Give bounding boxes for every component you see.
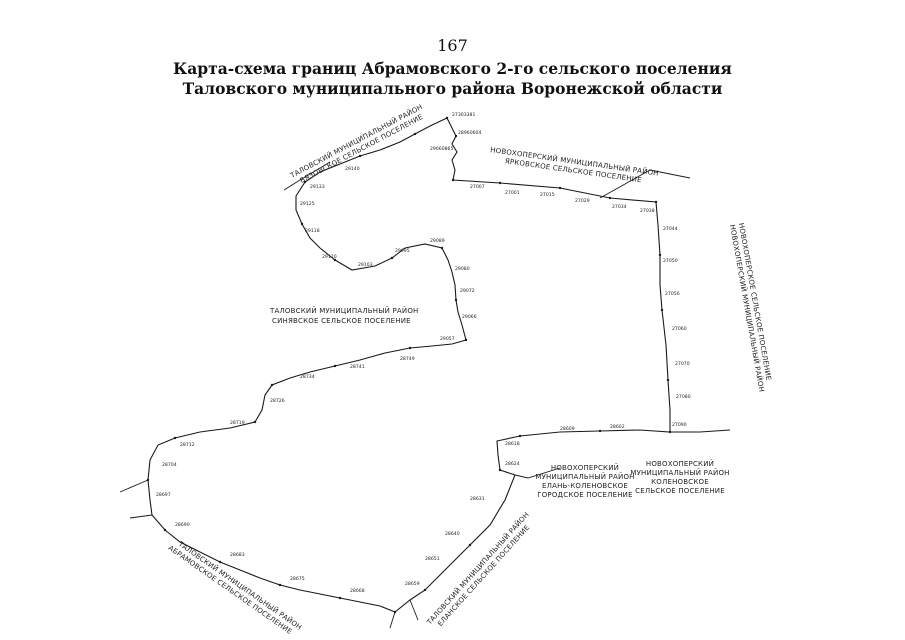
district-border-south [389,599,419,629]
district-border-southeast [514,467,561,479]
region-label: МУНИЦИПАЛЬНЫЙ РАЙОН [535,472,634,481]
region-label: ГОРОДСКОЕ ПОСЕЛЕНИЕ [537,491,633,499]
region-abramovskoe: ТАЛОВСКИЙ МУНИЦИПАЛЬНЫЙ РАЙОН АБРАМОВСКО… [167,539,304,636]
district-border-northwest [283,161,331,191]
point-label: 28624 [505,461,520,467]
point-label: 27029 [575,198,590,204]
region-label: СЕЛЬСКОЕ ПОСЕЛЕНИЕ [635,487,725,495]
point-label: 27090 [672,422,687,428]
region-label: ТАЛОВСКИЙ МУНИЦИПАЛЬНЫЙ РАЙОН [269,306,419,315]
region-label: НОВОХОПЕРСКИЙ [551,463,619,472]
district-border-northeast [599,169,691,199]
point-label: 28719 [230,420,245,426]
point-label: 29660865 [430,146,453,152]
point-label: 27034 [612,204,627,210]
point-label: 28741 [350,364,365,370]
point-label: 28618 [505,441,520,447]
point-label: 27070 [675,361,690,367]
point-label: 28704 [162,462,177,468]
point-label: 29080 [455,266,470,272]
region-label: КОЛЕНОВСКОЕ [651,478,709,486]
region-label: ВЯЗОВСКОЕ СЕЛЬСКОЕ ПОСЕЛЕНИЕ [299,113,425,185]
point-label: 28749 [400,356,415,362]
point-label: 28960604 [458,130,481,136]
point-label: 27056 [665,291,680,297]
point-label: 28734 [300,374,315,380]
region-label: СИНЯВСКОЕ СЕЛЬСКОЕ ПОСЕЛЕНИЕ [272,317,411,325]
point-label: 28609 [560,426,575,432]
point-label: 29118 [305,228,320,234]
point-label: 29089 [430,238,445,244]
point-label: 28697 [156,492,171,498]
point-label: 29125 [300,201,315,207]
point-label: 27007 [470,184,485,190]
point-label: 27303381 [452,112,475,118]
map-title: Карта-схема границ Абрамовского 2-го сел… [0,59,905,99]
point-label: 29110 [322,254,337,260]
point-label: 27044 [663,226,678,232]
point-label: 27060 [672,326,687,332]
point-label: 28659 [405,581,420,587]
point-label: 28726 [270,398,285,404]
vertex-markers [146,116,672,614]
point-label: 28651 [425,556,440,562]
point-label: 28712 [180,442,195,448]
point-label: 28675 [290,576,305,582]
point-label: 28631 [470,496,485,502]
district-border-east [670,429,731,433]
region-yarkovskoe: НОВОХОПЕРСКИЙ МУНИЦИПАЛЬНЫЙ РАЙОН ЯРКОВС… [490,145,660,184]
region-label: ЕЛАНЬ-КОЛЕНОВСКОЕ [542,482,628,490]
region-yelanskoe: ТАЛОВСКИЙ МУНИЦИПАЛЬНЫЙ РАЙОН ЕЛАНСКОЕ С… [424,510,531,628]
point-label: 27050 [663,258,678,264]
point-label: 29072 [460,288,475,294]
point-label: 27015 [540,192,555,198]
point-label: 27001 [505,190,520,196]
region-label: ЕЛАНСКОЕ СЕЛЬСКОЕ ПОСЕЛЕНИЕ [436,524,531,628]
point-label: 29057 [440,336,455,342]
point-label: 29140 [345,166,360,172]
point-label: 28668 [350,588,365,594]
point-labels: 27303381 28960604 29660865 27007 27001 2… [156,112,691,594]
point-label: 29133 [310,184,325,190]
point-label: 28640 [445,531,460,537]
point-label: 29095 [395,248,410,254]
point-label: 28683 [230,552,245,558]
point-label: 27038 [640,208,655,214]
region-sinyavskoe: ТАЛОВСКИЙ МУНИЦИПАЛЬНЫЙ РАЙОН СИНЯВСКОЕ … [269,306,419,325]
title-line-1: Карта-схема границ Абрамовского 2-го сел… [173,59,732,78]
point-label: 29066 [462,314,477,320]
region-kolenovskoe: НОВОХОПЕРСКИЙ МУНИЦИПАЛЬНЫЙ РАЙОН КОЛЕНО… [630,459,729,495]
region-yelan-kolenovskoe: НОВОХОПЕРСКИЙ МУНИЦИПАЛЬНЫЙ РАЙОН ЕЛАНЬ-… [535,463,634,499]
point-label: 28690 [175,522,190,528]
region-vyazovskoe: ТАЛОВСКИЙ МУНИЦИПАЛЬНЫЙ РАЙОН ВЯЗОВСКОЕ … [288,102,425,185]
settlement-boundary [147,117,671,613]
point-label: 27080 [676,394,691,400]
point-label: 29103 [358,262,373,268]
title-line-2: Таловского муниципального района Воронеж… [182,79,723,98]
page-number: 167 [437,36,468,55]
region-label: ТАЛОВСКИЙ МУНИЦИПАЛЬНЫЙ РАЙОН [424,510,531,627]
region-label: МУНИЦИПАЛЬНЫЙ РАЙОН [630,468,729,477]
point-label: 28602 [610,424,625,430]
region-novokhoperskoe-right: НОВОХОПЕРСКИЙ МУНИЦИПАЛЬНЫЙ РАЙОН НОВОХО… [728,222,772,392]
region-label: НОВОХОПЕРСКИЙ [646,459,714,468]
district-border-southwest [119,479,153,519]
